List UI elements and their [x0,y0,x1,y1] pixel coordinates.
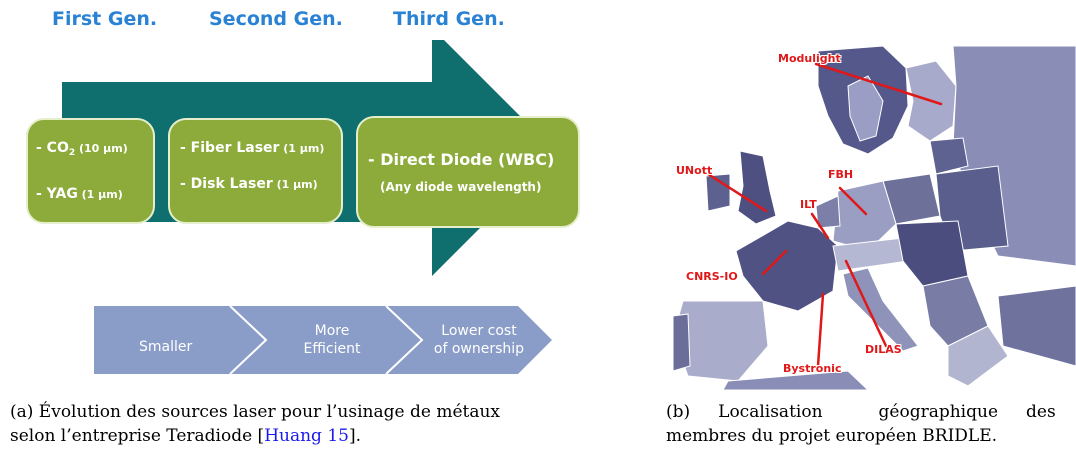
any-wavelength-note: (Any diode wavelength) [380,180,542,194]
map-label-fbh: FBH [828,168,854,181]
third-gen-box: - Direct Diode (WBC) (Any diode waveleng… [356,116,580,228]
fiber-laser-item: - Fiber Laser (1 µm) [180,140,325,156]
map-label-modulight: Modulight [778,52,841,65]
co2-laser-item: - CO2 (10 µm) [36,140,128,158]
second-gen-box: - Fiber Laser (1 µm) - Disk Laser (1 µm) [168,118,343,224]
map-label-dilas: DILAS [865,343,902,356]
chevron-smaller-label: Smaller [139,339,193,355]
yag-laser-item: - YAG (1 µm) [36,186,123,202]
chevron-cost [386,306,552,374]
second-gen-label: Second Gen. [209,8,343,30]
europe-map: Modulight UNott FBH ILT CNRS-IO Bystroni… [668,46,1076,390]
direct-diode-item: - Direct Diode (WBC) [368,150,555,169]
caption-b-line2: membres du projet européen BRIDLE. [666,426,998,446]
caption-a-line2: selon l’entreprise Teradiode [Huang 15]. [10,426,362,446]
first-gen-box: - CO2 (10 µm) - YAG (1 µm) [26,118,155,224]
chevron-smaller [94,306,266,374]
map-label-cnrs-io: CNRS-IO [686,270,738,283]
chevron-efficient [230,306,422,374]
map-label-bystronic: Bystronic [783,362,842,375]
caption-a-line1: (a) Évolution des sources laser pour l’u… [10,402,501,422]
first-gen-label: First Gen. [52,8,158,30]
third-gen-label: Third Gen. [393,8,505,30]
disk-laser-item: - Disk Laser (1 µm) [180,176,318,192]
benefits-chevron-bar [94,305,552,375]
map-label-unott: UNott [676,164,713,177]
huang-citation-link[interactable]: Huang 15 [264,426,349,446]
map-label-ilt: ILT [800,198,817,211]
